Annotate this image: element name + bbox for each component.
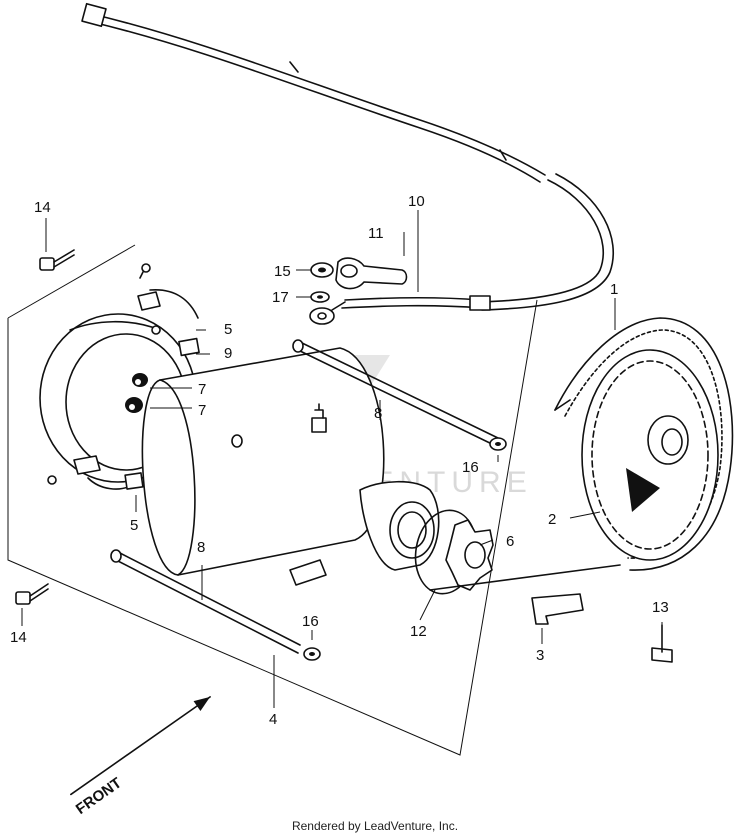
callout-13: 13 xyxy=(652,599,669,616)
chain-and-sprocket xyxy=(429,317,734,591)
callout-14-lower: 14 xyxy=(10,629,27,646)
screws-14 xyxy=(15,249,75,605)
callout-7-upper: 7 xyxy=(198,381,206,398)
starter-motor-body xyxy=(141,347,440,586)
callout-9: 9 xyxy=(224,345,232,362)
footer-credit: Rendered by LeadVenture, Inc. xyxy=(291,819,459,833)
callout-7-lower: 7 xyxy=(198,402,206,419)
leader-lines xyxy=(21,210,663,708)
callout-5-upper: 5 xyxy=(224,321,232,338)
cable-assembly-10 xyxy=(309,257,491,325)
callout-15: 15 xyxy=(274,263,291,280)
callout-8-upper: 8 xyxy=(374,405,382,422)
callout-10: 10 xyxy=(408,193,425,210)
starter-cable xyxy=(81,2,615,311)
callout-2: 2 xyxy=(548,511,556,528)
callout-14-upper: 14 xyxy=(34,199,51,216)
assembly-outline xyxy=(7,244,538,756)
callout-3: 3 xyxy=(536,647,544,664)
callout-17: 17 xyxy=(272,289,289,306)
callout-1: 1 xyxy=(610,281,618,298)
callout-11: 11 xyxy=(368,225,384,242)
callout-12: 12 xyxy=(410,623,427,640)
callout-8-lower: 8 xyxy=(197,539,205,556)
through-bolts xyxy=(110,339,507,661)
callout-6: 6 xyxy=(506,533,514,550)
front-direction-arrow: FRONT xyxy=(70,696,211,818)
callout-16-upper: 16 xyxy=(462,459,479,476)
callout-16-lower: 16 xyxy=(302,613,319,630)
bracket-and-bolt xyxy=(531,593,673,663)
callout-labels: 1 2 3 4 5 5 6 7 7 8 8 9 10 11 12 13 14 1… xyxy=(10,193,669,728)
front-label: FRONT xyxy=(73,774,125,818)
drive-sprocket xyxy=(414,509,494,595)
callout-4: 4 xyxy=(269,711,277,728)
callout-5-lower: 5 xyxy=(130,517,138,534)
